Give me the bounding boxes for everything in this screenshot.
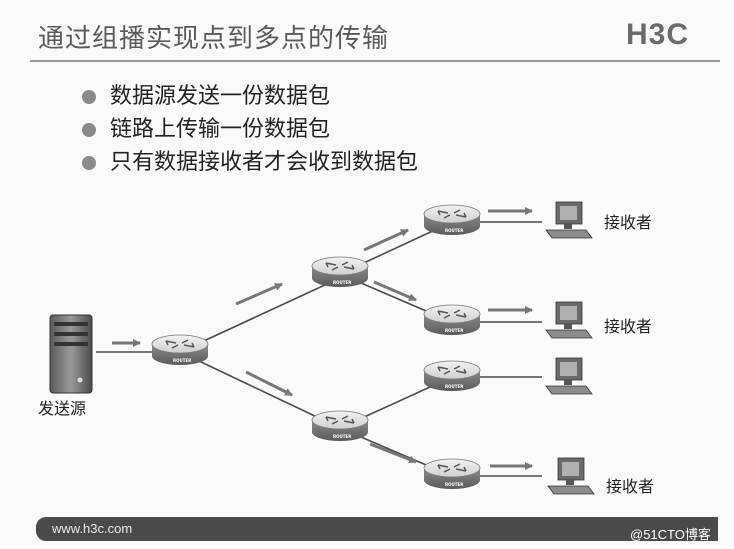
router-icon: ROUTER [424, 361, 480, 391]
footer-bar [36, 517, 718, 541]
router-icon: ROUTER [312, 257, 368, 287]
router-label: ROUTER [173, 358, 191, 363]
router-icon: ROUTER [424, 459, 480, 489]
footer-url: www.h3c.com [52, 521, 132, 536]
receiver-pc-icon [546, 202, 592, 238]
source-label: 发送源 [38, 399, 86, 418]
router-icon: ROUTER [152, 335, 208, 365]
router-label: ROUTER [333, 280, 351, 285]
source-server-icon [50, 315, 92, 393]
router-icon: ROUTER [312, 411, 368, 441]
router-icon: ROUTER [424, 205, 480, 235]
receiver-pc-icon [548, 458, 594, 494]
router-icon: ROUTER [424, 305, 480, 335]
router-label: ROUTER [445, 328, 463, 333]
receiver-label: 接收者 [606, 477, 654, 496]
receiver-label: 接收者 [604, 317, 652, 336]
watermark: @51CTO博客 [630, 524, 711, 543]
router-label: ROUTER [445, 482, 463, 487]
router-label: ROUTER [445, 384, 463, 389]
router-label: ROUTER [333, 434, 351, 439]
receiver-pc-icon [546, 302, 592, 338]
router-label: ROUTER [445, 228, 463, 233]
receiver-pc-icon [546, 358, 592, 394]
receiver-label: 接收者 [604, 213, 652, 232]
